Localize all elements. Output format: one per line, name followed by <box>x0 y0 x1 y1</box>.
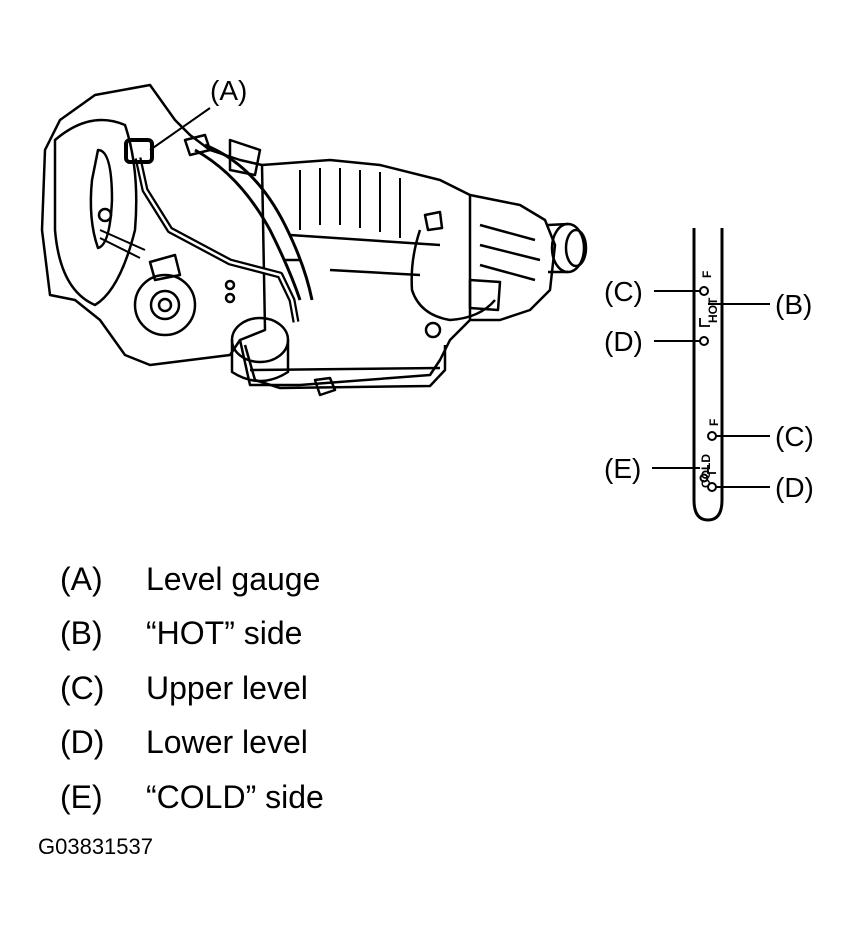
legend-item: (B) “HOT” side <box>60 607 324 662</box>
hot-lower-mark <box>699 336 709 346</box>
legend-key: (B) <box>60 615 103 652</box>
cold-label: COLD <box>699 454 713 488</box>
figure-id: G03831537 <box>38 834 153 859</box>
callout-a-label: (A) <box>210 75 247 106</box>
legend-text: Level gauge <box>146 560 321 597</box>
callout-d-hot: (D) <box>604 326 643 357</box>
legend-text: “HOT” side <box>146 615 303 652</box>
legend-key: (D) <box>60 724 105 761</box>
callout-c-hot: (C) <box>604 276 643 307</box>
legend-item: (A) Level gauge <box>60 552 324 607</box>
legend-key: (A) <box>60 560 103 597</box>
cold-full-label: F <box>707 419 721 426</box>
hot-label: HOT <box>706 297 720 323</box>
oil-pan <box>243 344 447 390</box>
main-case <box>238 158 472 387</box>
callout-d-cold: (D) <box>775 472 814 503</box>
transmission-drawing <box>40 83 588 397</box>
legend-key: (C) <box>60 669 105 706</box>
hot-full-label: F <box>700 271 714 278</box>
transmission-diagram: (A) HOT F COLD F (C) (D) (B) (C) (D) (E) <box>40 75 814 522</box>
level-gauge-detail <box>692 228 724 522</box>
cold-upper-mark <box>707 431 717 441</box>
legend-text: “COLD” side <box>146 778 324 815</box>
extension-housing <box>469 193 557 322</box>
legend-item: (D) Lower level <box>60 716 324 771</box>
level-gauge-tube <box>134 157 300 323</box>
hot-upper-mark <box>699 286 709 296</box>
legend-text: Lower level <box>146 724 308 761</box>
legend: (A) Level gauge (B) “HOT” side (C) Upper… <box>60 552 324 825</box>
legend-key: (E) <box>60 778 103 815</box>
callout-c-cold: (C) <box>775 421 814 452</box>
gauge-blade <box>692 228 724 522</box>
legend-item: (E) “COLD” side <box>60 770 324 825</box>
cold-l-mark <box>699 473 709 483</box>
callout-e: (E) <box>604 453 641 484</box>
callout-b: (B) <box>775 289 812 320</box>
converter-housing <box>40 83 267 367</box>
legend-item: (C) Upper level <box>60 661 324 716</box>
legend-text: Upper level <box>146 669 308 706</box>
